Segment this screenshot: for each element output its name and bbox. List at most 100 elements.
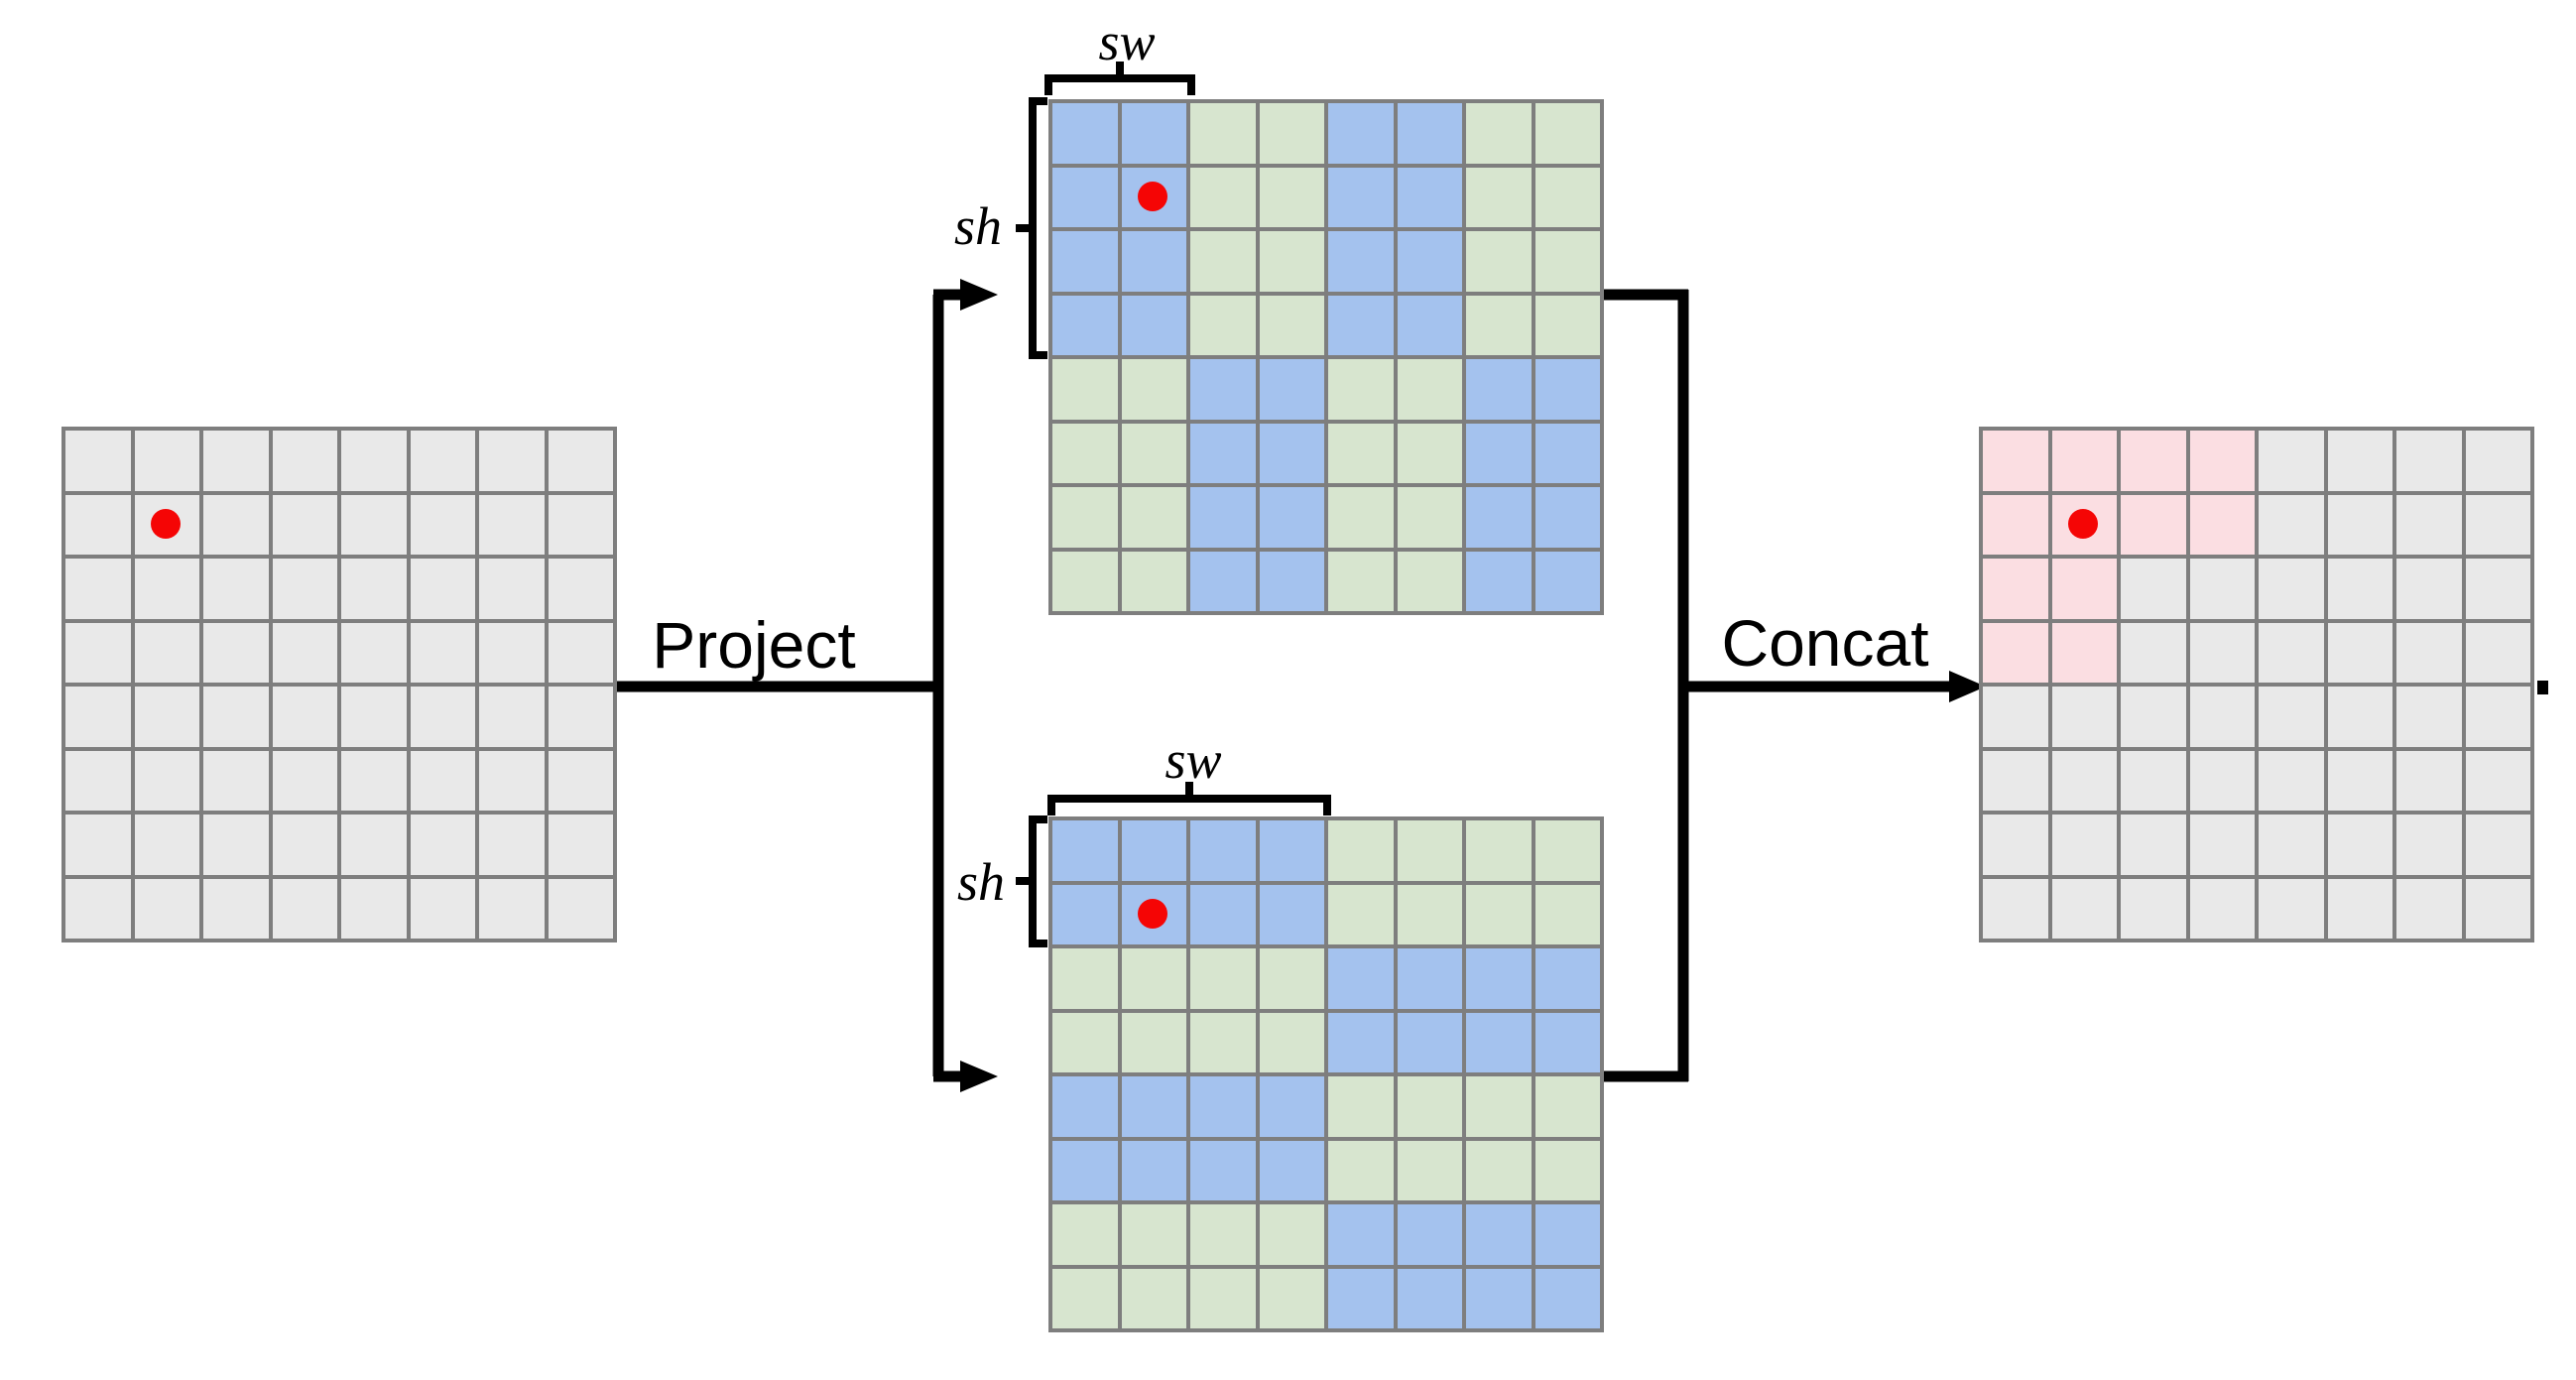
grid-cell [2121, 431, 2186, 491]
grid-cell [1983, 559, 2048, 619]
grid-cell [2465, 687, 2530, 747]
grid-cell [1328, 884, 1394, 944]
grid-cell [2259, 750, 2324, 811]
horizontal-window-partition-grid [1048, 816, 1604, 1332]
grid-cell [1190, 884, 1256, 944]
grid-cell [2396, 494, 2462, 555]
grid-cell [1190, 295, 1256, 355]
grid-cell [134, 559, 199, 619]
grid-cell [1190, 423, 1256, 483]
grid-cell [1190, 103, 1256, 164]
grid-cell [1328, 103, 1394, 164]
grid-cell [1466, 1268, 1532, 1328]
grid-cell [1121, 295, 1186, 355]
grid-cell [341, 622, 407, 683]
grid-cell [1052, 1012, 1118, 1072]
grid-cell [2189, 622, 2255, 683]
grid-cell [1466, 820, 1532, 881]
grid-cell [65, 687, 131, 747]
window-a-sw-label: sw [1098, 12, 1156, 71]
grid-cell [134, 622, 199, 683]
grid-cell [1466, 487, 1532, 548]
grid-cell [65, 815, 131, 875]
grid-cell [1983, 687, 2048, 747]
grid-cell [1328, 1076, 1394, 1137]
grid-cell [479, 750, 545, 811]
grid-cell [1466, 1076, 1532, 1137]
grid-cell [2465, 431, 2530, 491]
grid-cell [1052, 423, 1118, 483]
grid-cell [134, 750, 199, 811]
grid-cell [1534, 820, 1600, 881]
grid-cell [2259, 687, 2324, 747]
grid-cell [1466, 103, 1532, 164]
grid-cell [1190, 1076, 1256, 1137]
grid-cell [1466, 1204, 1532, 1265]
grid-cell [1397, 231, 1462, 292]
grid-cell [2396, 750, 2462, 811]
grid-cell [548, 815, 613, 875]
grid-cell [134, 878, 199, 939]
grid-cell [2327, 431, 2392, 491]
query-point-marker [1138, 181, 1167, 211]
grid-cell [1983, 494, 2048, 555]
grid-cell [1052, 295, 1118, 355]
vertical-window-partition-grid [1048, 99, 1604, 615]
window-b-sh-label: sh [956, 852, 1006, 912]
grid-cell [2051, 431, 2117, 491]
grid-cell [1328, 167, 1394, 227]
grid-cell [2121, 750, 2186, 811]
grid-cell [1259, 948, 1324, 1009]
grid-cell [1983, 878, 2048, 939]
grid-cell [1397, 884, 1462, 944]
grid-cell [548, 559, 613, 619]
grid-cell [1534, 167, 1600, 227]
grid-cell [2327, 750, 2392, 811]
grid-cell [1259, 423, 1324, 483]
grid-cell [548, 431, 613, 491]
grid-cell [341, 687, 407, 747]
grid-cell [2121, 559, 2186, 619]
grid-cell [1328, 423, 1394, 483]
grid-cell [2121, 622, 2186, 683]
grid-cell [2259, 815, 2324, 875]
grid-cell [1466, 231, 1532, 292]
grid-cell [2051, 559, 2117, 619]
grid-cell [1190, 820, 1256, 881]
grid-cell [1466, 1012, 1532, 1072]
grid-cell [65, 494, 131, 555]
grid-cell [2259, 494, 2324, 555]
grid-cell [1328, 820, 1394, 881]
grid-cell [1983, 750, 2048, 811]
grid-cell [65, 622, 131, 683]
grid-cell [2327, 815, 2392, 875]
grid-cell [1121, 1076, 1186, 1137]
grid-cell [1121, 423, 1186, 483]
grid-cell [479, 687, 545, 747]
grid-cell [1397, 1140, 1462, 1200]
grid-cell [1983, 622, 2048, 683]
grid-cell [1534, 551, 1600, 611]
grid-cell [1259, 487, 1324, 548]
grid-cell [1466, 423, 1532, 483]
grid-cell [1121, 359, 1186, 420]
window-b-sw-label: sw [1165, 730, 1222, 790]
grid-cell [1121, 487, 1186, 548]
grid-cell [2465, 559, 2530, 619]
grid-cell [65, 750, 131, 811]
grid-cell [2121, 687, 2186, 747]
grid-cell [1052, 231, 1118, 292]
grid-cell [1190, 1140, 1256, 1200]
grid-cell [1328, 1012, 1394, 1072]
grid-cell [341, 431, 407, 491]
grid-cell [2465, 815, 2530, 875]
grid-cell [410, 622, 475, 683]
input-feature-grid [61, 427, 617, 942]
grid-cell [272, 494, 337, 555]
grid-cell [1466, 295, 1532, 355]
grid-cell [1534, 423, 1600, 483]
grid-cell [1052, 1076, 1118, 1137]
grid-cell [1466, 359, 1532, 420]
edge-crop-mark [2537, 681, 2548, 694]
grid-cell [1328, 551, 1394, 611]
